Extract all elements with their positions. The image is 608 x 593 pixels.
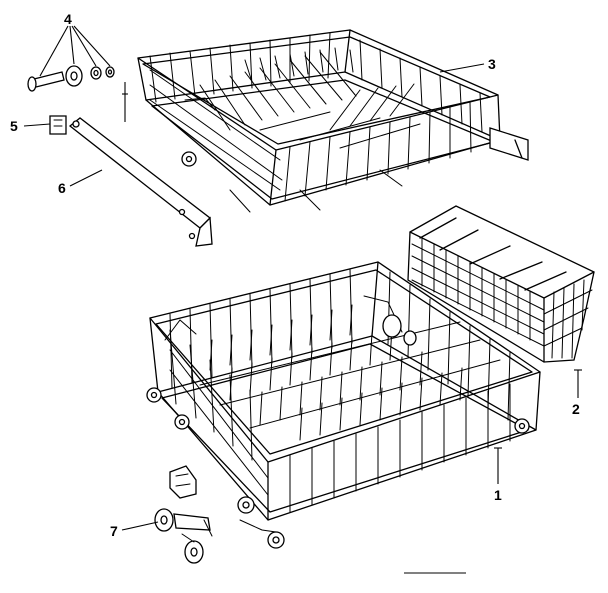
callout-labels: 4 3 5 6 2 1 7 [10,11,580,539]
callout-2: 2 [572,401,580,417]
callout-5: 5 [10,118,18,134]
upper-rack [137,29,529,213]
callout-4: 4 [64,11,72,27]
callout-1: 1 [494,487,502,503]
callout-3: 3 [488,56,496,72]
callout-6: 6 [58,180,66,196]
callout-7: 7 [110,523,118,539]
rack-clip [49,115,67,135]
wheel-assembly [154,465,213,564]
leader-lines [23,25,485,531]
lower-rack [146,261,541,549]
rack-rail [68,117,213,247]
bolt-and-washer-assembly [27,65,128,122]
silverware-basket [407,205,595,398]
